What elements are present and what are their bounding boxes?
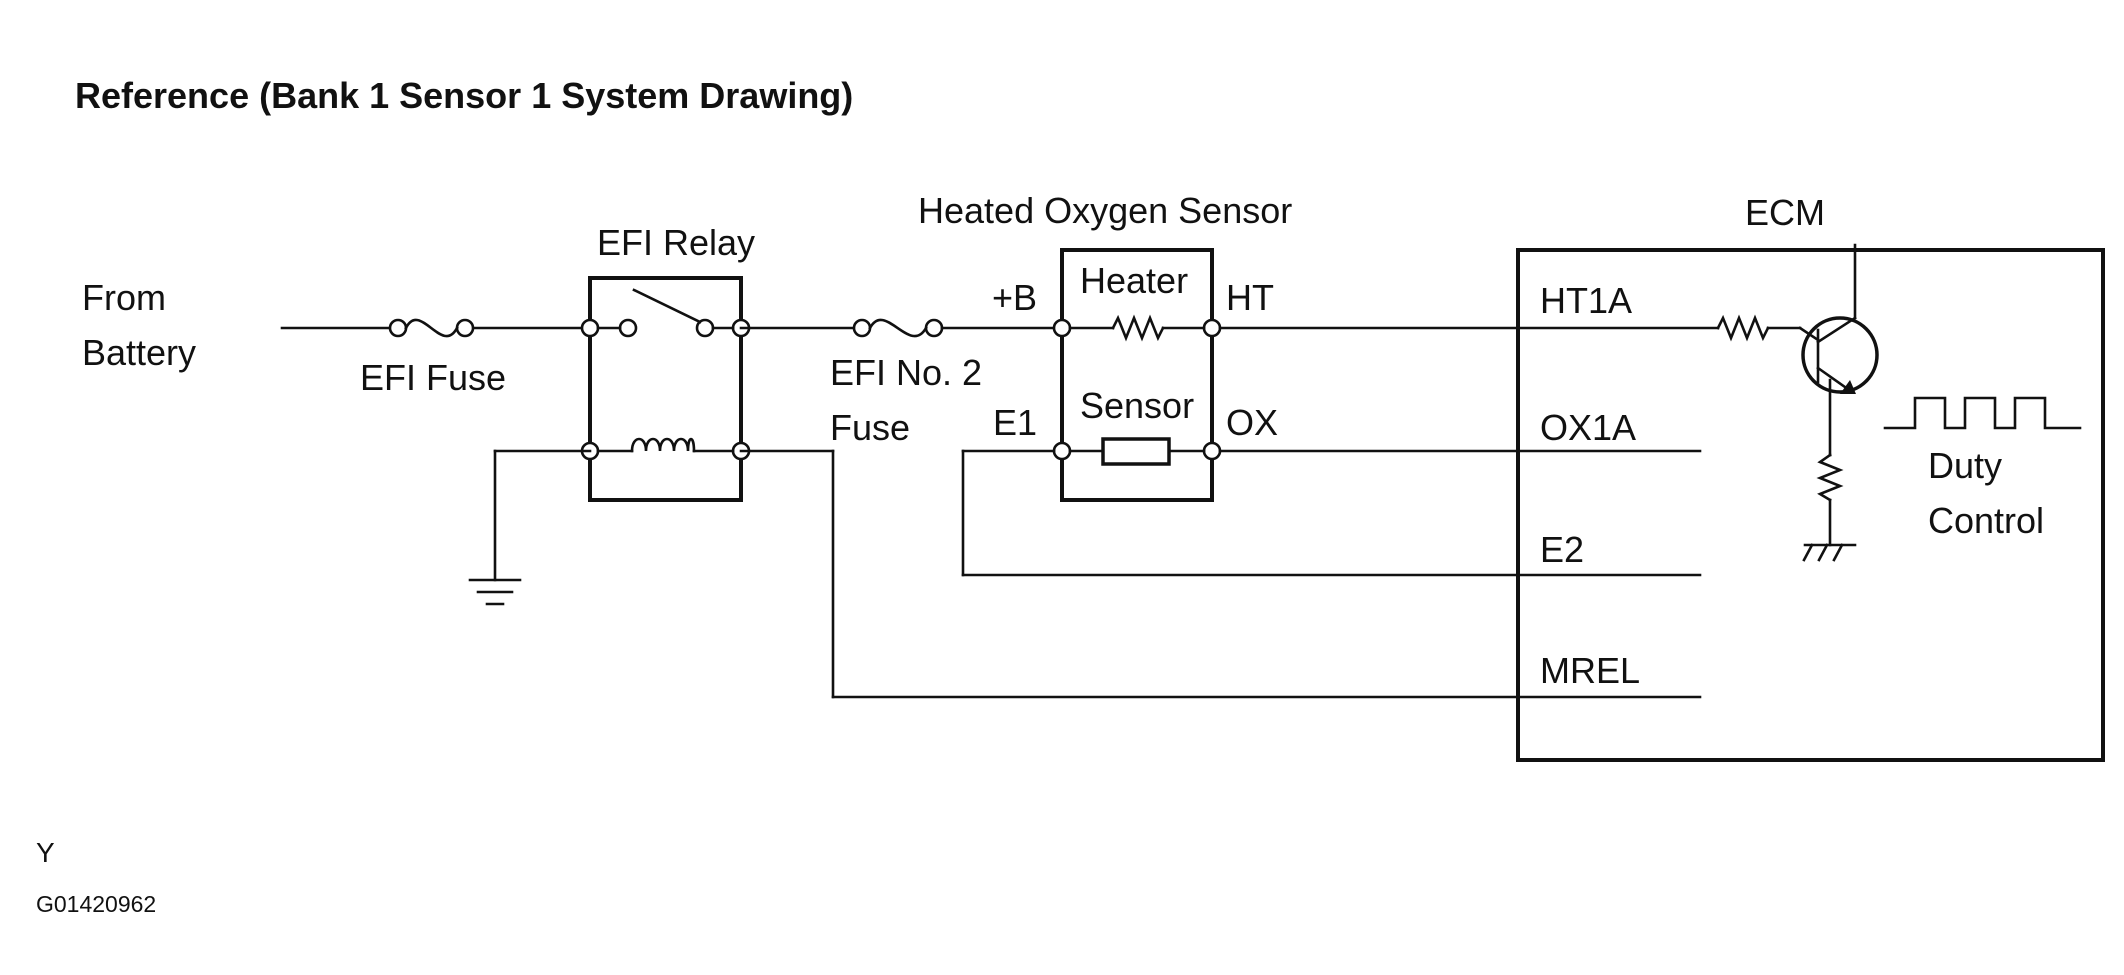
base-resistor-icon (1716, 314, 1770, 342)
efi-fuse-symbol (388, 318, 475, 338)
ecm-pin-mrel: MREL (1540, 650, 1640, 691)
ecm-ground-icon (1802, 543, 1857, 562)
efi-fuse-label: EFI Fuse (360, 357, 506, 398)
ecm-title: ECM (1745, 192, 1825, 233)
relay-switch-contact (632, 288, 702, 324)
battery-label-line2: Battery (82, 332, 196, 373)
efi-no2-fuse-label-line2: Fuse (830, 407, 910, 448)
duty-waveform-icon (1883, 396, 2082, 430)
ground-icon (468, 578, 522, 606)
diagram-title: Reference (Bank 1 Sensor 1 System Drawin… (75, 75, 853, 116)
e1-to-e2-wire (961, 449, 1702, 577)
sensor-block-title: Heated Oxygen Sensor (918, 190, 1292, 231)
transistor-icon (1801, 316, 1879, 394)
relay-coil-icon (630, 437, 696, 453)
sensor-element-icon (1101, 437, 1171, 466)
efi-relay (580, 276, 751, 502)
pin-ox-label: OX (1226, 402, 1278, 443)
pin-e1-label: E1 (993, 402, 1037, 443)
emitter-resistor-icon (1816, 453, 1844, 502)
efi-no2-fuse-label-line1: EFI No. 2 (830, 352, 982, 393)
efi-relay-label: EFI Relay (597, 222, 755, 263)
pin-b-label: +B (992, 277, 1037, 318)
efi-no2-fuse-symbol (852, 318, 944, 338)
ecm-pin-e2: E2 (1540, 529, 1584, 570)
ecm-pin-ox1a: OX1A (1540, 407, 1636, 448)
ecm-heater-driver (1716, 243, 1879, 547)
heated-oxygen-sensor (1052, 248, 1222, 502)
heater-resistor-icon (1111, 314, 1165, 342)
ecm-box (1516, 248, 2105, 762)
relay-ground-wire (493, 449, 592, 582)
heater-label: Heater (1080, 260, 1188, 301)
pin-ht-label: HT (1226, 277, 1274, 318)
ecm-pin-ht1a: HT1A (1540, 280, 1632, 321)
duty-label-line2: Control (1928, 500, 2044, 541)
footer-code-y: Y (36, 837, 55, 868)
duty-label-line1: Duty (1928, 445, 2002, 486)
mrel-wire (739, 449, 1702, 699)
battery-label-line1: From (82, 277, 166, 318)
footer-code-figure: G01420962 (36, 891, 156, 917)
sensor-label: Sensor (1080, 385, 1194, 426)
